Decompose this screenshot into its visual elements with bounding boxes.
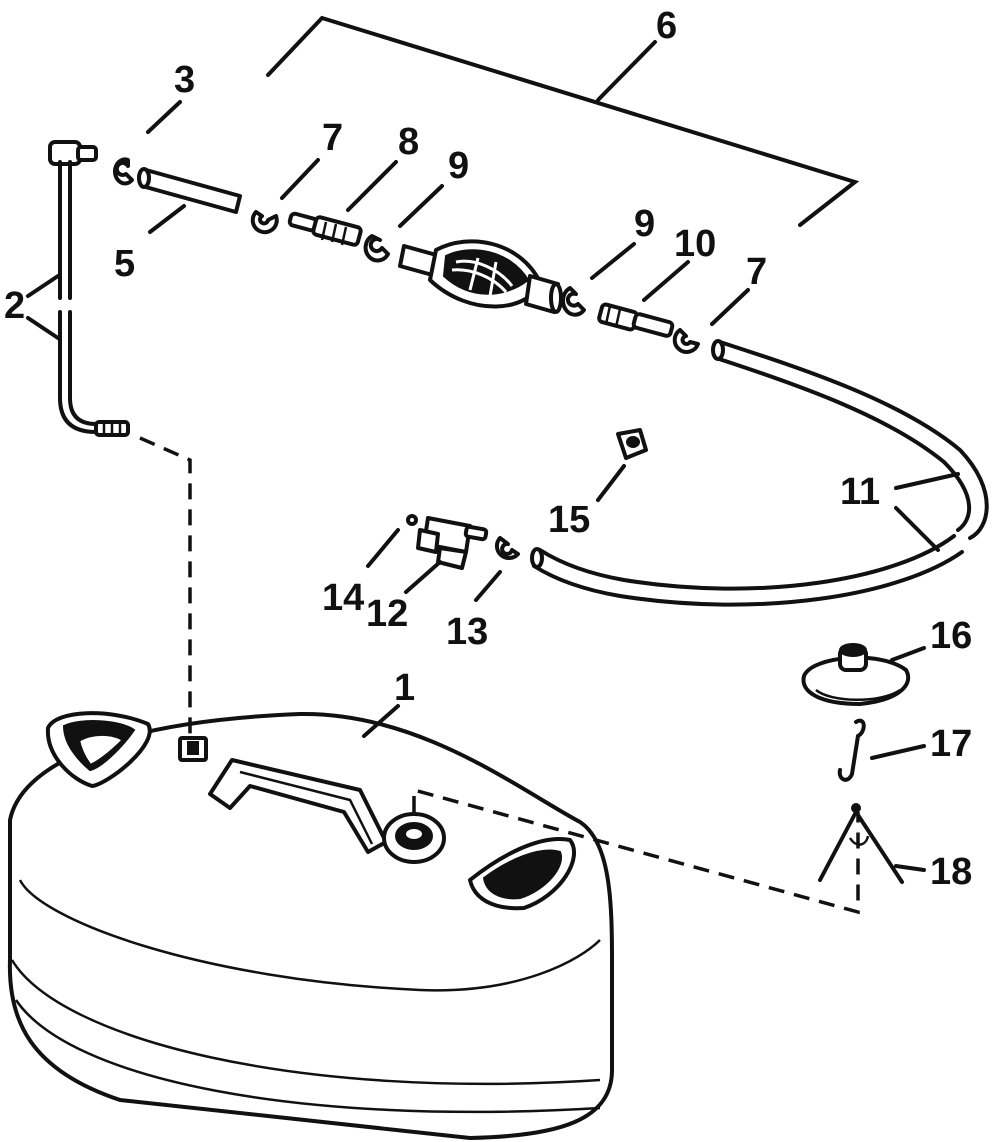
callout-10: 10 xyxy=(674,223,716,265)
clamp-part-3 xyxy=(112,157,134,186)
filler-cap-part-16 xyxy=(801,643,911,706)
pickup-tube-part xyxy=(48,140,130,437)
s-hook-part-17 xyxy=(837,718,866,782)
callout-13: 13 xyxy=(446,611,488,653)
callout-11: 11 xyxy=(840,471,880,513)
callout-5: 5 xyxy=(114,243,135,285)
callout-18: 18 xyxy=(930,851,972,893)
connector-part-12 xyxy=(416,516,489,570)
callout-15: 15 xyxy=(548,499,590,541)
clamp-part-13 xyxy=(494,536,520,561)
callout-7-left: 7 xyxy=(322,117,343,159)
hose-part-5 xyxy=(137,167,242,214)
cap-part-15 xyxy=(616,428,648,460)
callout-2: 2 xyxy=(4,285,25,327)
retainer-part-18 xyxy=(818,803,904,884)
clamp-part-9-left xyxy=(363,234,390,263)
fitting-part-10 xyxy=(597,302,675,338)
callout-9-right: 9 xyxy=(634,203,655,245)
primer-bulb xyxy=(398,239,563,314)
callout-8: 8 xyxy=(398,121,419,163)
leader-lines xyxy=(26,100,960,872)
callout-17: 17 xyxy=(930,723,972,765)
fuel-tank-part-1 xyxy=(7,711,614,1140)
clamp-part-7-left xyxy=(250,210,279,235)
callout-1: 1 xyxy=(394,667,415,709)
callout-6: 6 xyxy=(656,5,677,47)
callout-3: 3 xyxy=(174,59,195,101)
callout-12: 12 xyxy=(366,593,408,635)
dashed-line-pickup xyxy=(139,436,192,740)
assembly-bracket-6 xyxy=(266,15,860,227)
callout-9-left: 9 xyxy=(448,145,469,187)
callout-7-right: 7 xyxy=(746,251,767,293)
dashed-line-retainer xyxy=(412,787,860,915)
clamp-part-7-right xyxy=(672,328,700,354)
callout-16: 16 xyxy=(930,615,972,657)
fuel-hose-part-11 xyxy=(530,339,989,607)
oring-part-14 xyxy=(406,514,418,526)
callout-14: 14 xyxy=(322,577,364,619)
fitting-part-8 xyxy=(287,211,363,247)
clamp-part-9-right xyxy=(561,286,586,317)
